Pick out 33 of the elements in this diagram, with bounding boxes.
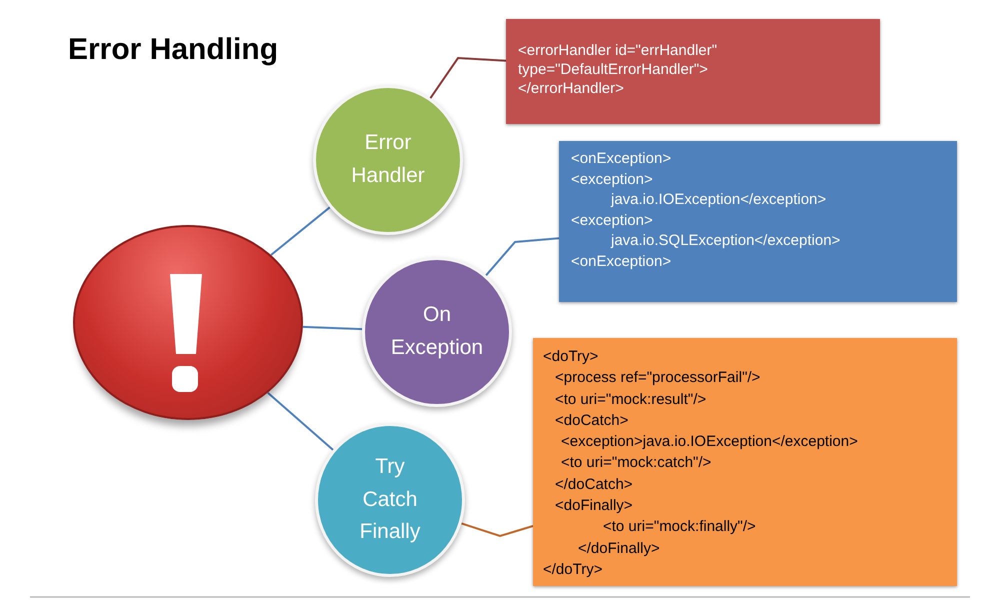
code-line: java.io.SQLException</exception> <box>611 231 840 251</box>
code-box <box>559 141 957 302</box>
code-line: </doCatch> <box>555 474 633 495</box>
code-line: type="DefaultErrorHandler"> <box>518 60 708 79</box>
code-line: <to uri="mock:catch"/> <box>561 453 712 474</box>
code-line: <onException> <box>571 149 672 169</box>
code-line: <errorHandler id="errHandler" <box>518 41 718 60</box>
code-line: <exception> <box>571 210 653 230</box>
connector-line <box>302 326 362 330</box>
connector-line <box>267 392 334 451</box>
code-line: java.io.IOException</exception> <box>611 190 826 210</box>
connector-line <box>270 206 330 256</box>
diagram-title: Error Handling <box>68 33 278 67</box>
code-line: <onException> <box>571 252 672 272</box>
code-line: <exception>java.io.IOException</exception> <box>561 432 858 452</box>
code-line: </doFinally> <box>578 538 660 559</box>
code-line: <doTry> <box>543 347 598 367</box>
code-line: <doCatch> <box>555 410 628 431</box>
code-line: <to uri="mock:result"/> <box>555 390 706 410</box>
code-line: </errorHandler> <box>518 79 624 98</box>
code-line: <to uri="mock:finally"/> <box>603 517 756 538</box>
code-line: </doTry> <box>543 560 602 580</box>
circle-label: On Exception <box>390 302 484 361</box>
connector-line <box>430 56 506 99</box>
connector-line <box>485 237 560 276</box>
code-line: <process ref="processorFail"/> <box>555 368 760 388</box>
code-line: <exception> <box>571 170 653 190</box>
circle-label: Try Catch Finally <box>358 454 422 546</box>
code-box <box>506 19 880 124</box>
code-box <box>533 338 957 586</box>
circle-label: Error Handler <box>350 130 426 189</box>
code-line: <doFinally> <box>555 496 633 516</box>
connector-line <box>461 522 534 538</box>
